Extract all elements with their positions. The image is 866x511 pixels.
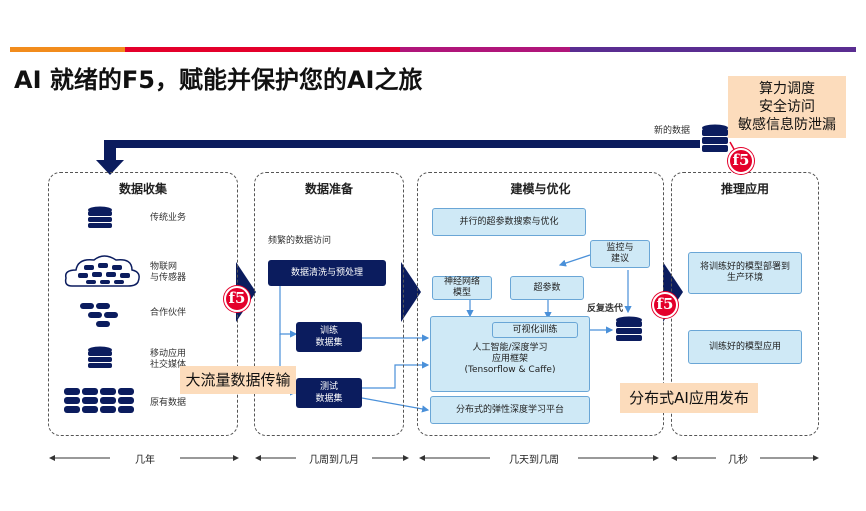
timeline-years: 几年 — [135, 455, 155, 466]
source-label-iot: 物联网与传感器 — [150, 262, 186, 284]
deploy-production-box: 将训练好的模型部署到生产环境 — [688, 252, 802, 294]
traffic-callout: 大流量数据传输 — [180, 366, 296, 394]
page-title: AI 就绪的F5，赋能并保护您的AI之旅 — [14, 66, 423, 94]
source-label-mobile-line1: 移动应用 — [150, 349, 187, 359]
panel-title-prepare: 数据准备 — [304, 182, 353, 196]
deploy-line2: 生产环境 — [726, 273, 763, 283]
brand-bar-orange — [10, 47, 125, 52]
stage-arrow-2 — [401, 262, 421, 322]
f5-logo-text: f5 — [656, 295, 674, 313]
panel-data-preparation — [254, 172, 404, 436]
neural-network-box: 神经网络模型 — [432, 276, 492, 300]
framework-line2: 应用框架 — [491, 354, 528, 364]
brand-bar-magenta — [400, 47, 570, 52]
elastic-platform-box: 分布式的弹性深度学习平台 — [430, 396, 590, 424]
test-dataset-label-2: 数据集 — [315, 394, 343, 404]
security-line-2: 安全访问 — [759, 99, 815, 115]
security-line-3: 敏感信息防泄漏 — [738, 117, 836, 133]
timeline-seconds: 几秒 — [728, 455, 748, 466]
source-label-iot-line1: 物联网 — [150, 262, 178, 272]
panel-title-infer: 推理应用 — [720, 182, 769, 196]
legacy-data-icon — [64, 388, 134, 413]
mobile-database-icon — [88, 346, 112, 368]
test-dataset-label-1: 测试 — [319, 382, 338, 392]
timeline-weeks-months: 几周到几月 — [309, 455, 359, 466]
source-label-mobile-line2: 社交媒体 — [150, 360, 187, 370]
monitor-suggest-line2: 建议 — [610, 254, 629, 264]
clean-preprocess-box: 数据清洗与预处理 — [268, 260, 386, 286]
training-dataset-label-1: 训练 — [319, 326, 338, 336]
model-store-database-icon — [616, 316, 642, 341]
brand-bar-red — [125, 47, 400, 52]
source-label-legacy: 传统业务 — [150, 213, 187, 223]
visual-training-box: 可视化训练 — [492, 322, 578, 338]
model-application-box: 训练好的模型应用 — [688, 330, 802, 364]
training-dataset-label-2: 数据集 — [315, 338, 343, 348]
new-data-label: 新的数据 — [654, 126, 691, 136]
source-label-iot-line2: 与传感器 — [150, 273, 187, 283]
f5-logo-text: f5 — [228, 289, 246, 307]
hyperparameter-box: 超参数 — [510, 276, 584, 300]
panel-title-model: 建模与优化 — [510, 182, 571, 196]
deploy-line1: 将训练好的模型部署到 — [699, 262, 790, 272]
security-line-1: 算力调度 — [759, 81, 815, 97]
security-callout: 算力调度 安全访问 敏感信息防泄漏 — [728, 76, 846, 138]
test-dataset-box: 测试数据集 — [296, 378, 362, 408]
source-label-existing: 原有数据 — [150, 398, 187, 408]
f5-logo: f5 — [728, 148, 754, 174]
database-icon — [88, 206, 112, 228]
iterate-label: 反复迭代 — [587, 304, 624, 314]
iot-cloud-icon — [64, 255, 140, 287]
monitor-suggest-line1: 监控与 — [606, 243, 634, 253]
hyperparam-search-box: 并行的超参数搜索与优化 — [432, 208, 586, 236]
timeline-days-weeks: 几天到几周 — [509, 455, 559, 466]
source-label-partners: 合作伙伴 — [150, 308, 187, 318]
source-label-mobile: 移动应用社交媒体 — [150, 349, 186, 371]
frequent-access-label: 频繁的数据访问 — [268, 236, 332, 246]
panel-title-collect: 数据收集 — [118, 182, 167, 196]
new-data-database-icon — [702, 124, 728, 152]
partner-database-icon — [80, 303, 118, 327]
f5-logo: f5 — [652, 292, 678, 318]
neural-network-line2: 模型 — [452, 288, 471, 298]
release-callout: 分布式AI应用发布 — [620, 383, 758, 413]
brand-bar-purple — [570, 47, 856, 52]
framework-line3: (Tensorflow & Caffe) — [464, 365, 556, 375]
feedback-arrow — [96, 140, 700, 175]
monitor-suggest-box: 监控与建议 — [590, 240, 650, 268]
neural-network-line1: 神经网络 — [443, 277, 480, 287]
framework-line1: 人工智能/深度学习 — [472, 343, 548, 353]
training-dataset-box: 训练数据集 — [296, 322, 362, 352]
f5-logo-text: f5 — [732, 151, 750, 169]
f5-logo: f5 — [224, 286, 250, 312]
